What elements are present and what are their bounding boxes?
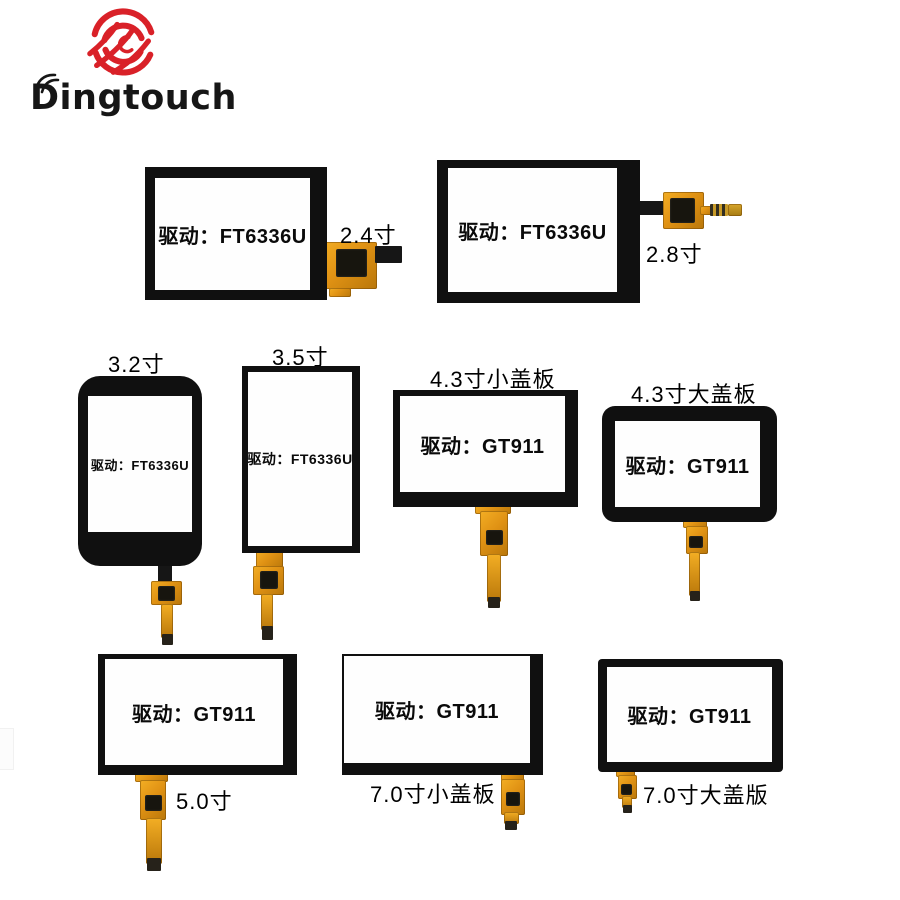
panel-frame: 驱动：GT911 <box>393 390 578 507</box>
driver-label: 驱动：GT911 <box>420 435 545 458</box>
size-label: 2.4寸 <box>340 223 397 248</box>
driver-label: 驱动：GT911 <box>374 701 500 723</box>
fpc-neck <box>616 770 635 777</box>
fpc-tail <box>622 796 632 808</box>
fpc-tip <box>488 597 500 608</box>
driver-label: 驱动：FT6336U <box>90 457 190 473</box>
fpc-cable <box>700 206 712 215</box>
driver-label: 驱动：GT911 <box>625 455 750 478</box>
panel-screen: 驱动：GT911 <box>615 421 760 507</box>
fingerprint-swirl-icon <box>87 8 155 76</box>
driver-label: 驱动：GT911 <box>131 703 257 726</box>
fpc-notch <box>329 288 351 297</box>
fpc-ribbon <box>637 201 666 215</box>
panel-screen: 驱动：FT6336U <box>88 396 192 532</box>
panel-frame: 驱动：GT911 <box>342 654 543 775</box>
driver-chip <box>336 249 367 277</box>
fpc-tip <box>623 805 632 813</box>
panel-frame: 驱动：FT6336U <box>242 366 360 553</box>
fpc-stem <box>158 560 172 584</box>
fpc-tail <box>487 554 501 602</box>
size-label: 7.0寸小盖板 <box>370 782 496 807</box>
fpc-label-section <box>710 204 728 216</box>
size-label: 3.5寸 <box>272 345 329 370</box>
size-label: 3.2寸 <box>108 352 165 377</box>
panel-frame: 驱动：GT911 <box>98 654 297 775</box>
fpc-tip <box>147 858 161 871</box>
fpc-connector <box>375 246 402 263</box>
size-label: 4.3寸大盖板 <box>631 382 757 407</box>
size-label: 4.3寸小盖板 <box>430 367 556 392</box>
fpc-tip <box>505 821 517 830</box>
fpc-tip <box>262 626 273 640</box>
fpc-tail <box>161 604 173 638</box>
fpc-neck <box>135 773 168 782</box>
panel-frame: 驱动：GT911 <box>602 406 777 522</box>
driver-chip <box>689 536 703 548</box>
driver-chip <box>145 795 162 811</box>
panel-screen: 驱动：FT6336U <box>155 178 310 290</box>
driver-chip <box>506 792 520 806</box>
driver-chip <box>486 530 503 545</box>
panel-frame: 驱动：FT6336U <box>145 167 327 300</box>
driver-label: 驱动：FT6336U <box>158 225 307 248</box>
panel-frame: 驱动：FT6336U <box>78 376 202 566</box>
brand-d-swoosh-icon <box>33 73 60 94</box>
fpc-tail <box>146 818 162 864</box>
driver-chip <box>621 784 632 795</box>
panel-screen: 驱动：GT911 <box>344 656 530 763</box>
fpc-neck <box>256 550 283 568</box>
panel-frame: 驱动：FT6336U <box>437 160 640 303</box>
panel-screen: 驱动：FT6336U <box>247 372 353 546</box>
brand-name: Dingtouch <box>30 78 237 118</box>
fpc-neck <box>683 520 707 528</box>
fpc-tail <box>261 594 273 630</box>
fpc-connector-tip <box>728 204 742 216</box>
fpc-tip <box>690 591 700 601</box>
driver-chip <box>260 571 278 589</box>
size-label: 5.0寸 <box>176 789 233 814</box>
fpc-tail <box>689 552 700 596</box>
brand-logo-icon <box>84 6 162 80</box>
panel-screen: 驱动：FT6336U <box>448 168 617 292</box>
fpc-neck <box>501 773 524 781</box>
size-label: 7.0寸大盖版 <box>643 783 769 808</box>
driver-label: 驱动：FT6336U <box>458 221 607 244</box>
driver-label: 驱动：FT6336U <box>247 451 353 467</box>
size-label: 2.8寸 <box>646 242 703 267</box>
panel-screen: 驱动：GT911 <box>607 667 772 762</box>
fpc-tip <box>162 634 173 645</box>
panel-frame: 驱动：GT911 <box>598 659 783 772</box>
panel-screen: 驱动：GT911 <box>105 659 283 765</box>
fpc-neck <box>475 505 511 514</box>
driver-label: 驱动：GT911 <box>627 706 752 728</box>
panel-screen: 驱动：GT911 <box>400 396 565 492</box>
photo-edge-artifact <box>0 728 14 770</box>
driver-chip <box>158 586 175 601</box>
driver-chip <box>670 198 695 223</box>
